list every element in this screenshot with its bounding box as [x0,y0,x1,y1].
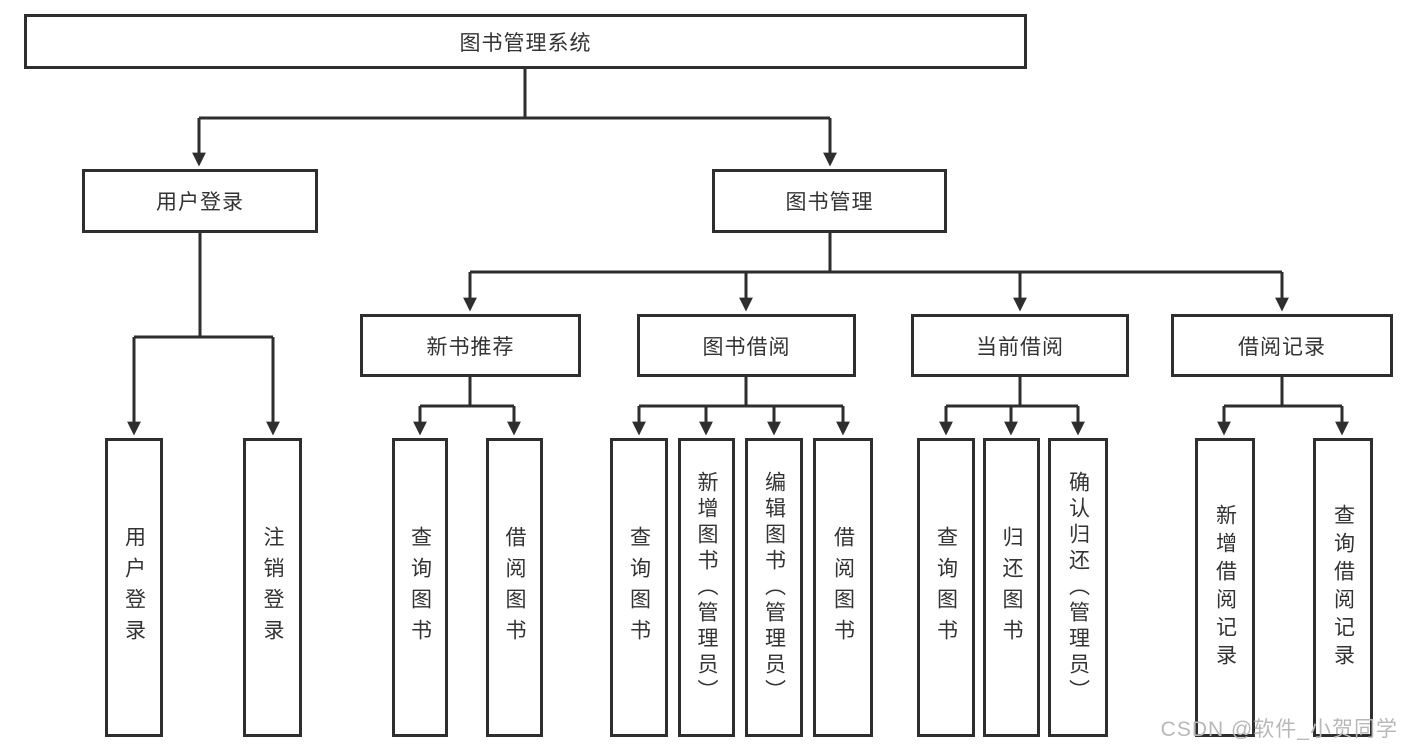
node-book-borrow: 图书借阅 [637,314,856,377]
leaf-br-query-record-label: 查询借阅记录 [1331,503,1355,672]
leaf-nbr-borrow-books: 借阅图书 [486,438,543,737]
leaf-cb-confirm-return: 确认归还（管理员） [1048,438,1108,737]
node-current-borrow: 当前借阅 [911,314,1129,377]
node-new-book-rec: 新书推荐 [360,314,581,377]
connector-user-login-to-leaves [127,233,280,436]
connector-borrow-record-to-leaves [1217,377,1349,436]
leaf-bb-borrow-books: 借阅图书 [813,438,873,737]
node-user-login-label: 用户登录 [156,191,244,214]
leaf-bb-query-books-label: 查询图书 [627,525,651,650]
leaf-cb-return-books: 归还图书 [983,438,1040,737]
node-user-login: 用户登录 [82,169,318,233]
leaf-bb-edit-books: 编辑图书（管理员） [745,438,803,737]
leaf-nbr-query-books-label: 查询图书 [408,525,432,650]
node-current-borrow-label: 当前借阅 [976,335,1064,359]
leaf-br-add-record-label: 新增借阅记录 [1213,503,1237,672]
leaf-nbr-borrow-books-label: 借阅图书 [503,525,526,650]
leaf-br-add-record: 新增借阅记录 [1195,438,1255,737]
connector-root-to-level2 [192,69,837,167]
csdn-watermark: CSDN @软件_小贺同学 [1160,718,1398,741]
leaf-bb-borrow-books-label: 借阅图书 [831,525,855,650]
leaf-cb-query-books-label: 查询图书 [934,525,958,650]
node-book-borrow-label: 图书借阅 [702,335,791,359]
connector-new-book-rec-to-leaves [413,377,521,436]
leaf-logout: 注销登录 [243,438,302,737]
node-book-mgmt-label: 图书管理 [785,191,874,214]
leaf-bb-add-books-label: 新增图书（管理员） [695,470,718,705]
node-book-mgmt: 图书管理 [712,169,947,233]
connector-book-borrow-to-leaves [632,377,850,436]
node-new-book-rec-label: 新书推荐 [426,335,515,359]
leaf-br-query-record: 查询借阅记录 [1313,438,1373,737]
leaf-bb-add-books: 新增图书（管理员） [678,438,735,737]
leaf-cb-confirm-return-label: 确认归还（管理员） [1066,470,1090,705]
leaf-bb-query-books: 查询图书 [610,438,668,737]
connector-book-mgmt-to-level3 [463,233,1289,312]
leaf-cb-query-books: 查询图书 [917,438,975,737]
leaf-cb-return-books-label: 归还图书 [1000,525,1023,650]
leaf-nbr-query-books: 查询图书 [392,438,448,737]
leaf-logout-label: 注销登录 [261,525,284,650]
leaf-user-login-label: 用户登录 [122,525,146,650]
node-borrow-record: 借阅记录 [1171,314,1393,377]
node-root: 图书管理系统 [24,14,1027,69]
node-root-label: 图书管理系统 [459,31,592,55]
connector-current-borrow-to-leaves [939,377,1085,436]
leaf-user-login: 用户登录 [105,438,163,737]
leaf-bb-edit-books-label: 编辑图书（管理员） [762,470,786,705]
node-borrow-record-label: 借阅记录 [1238,335,1326,359]
